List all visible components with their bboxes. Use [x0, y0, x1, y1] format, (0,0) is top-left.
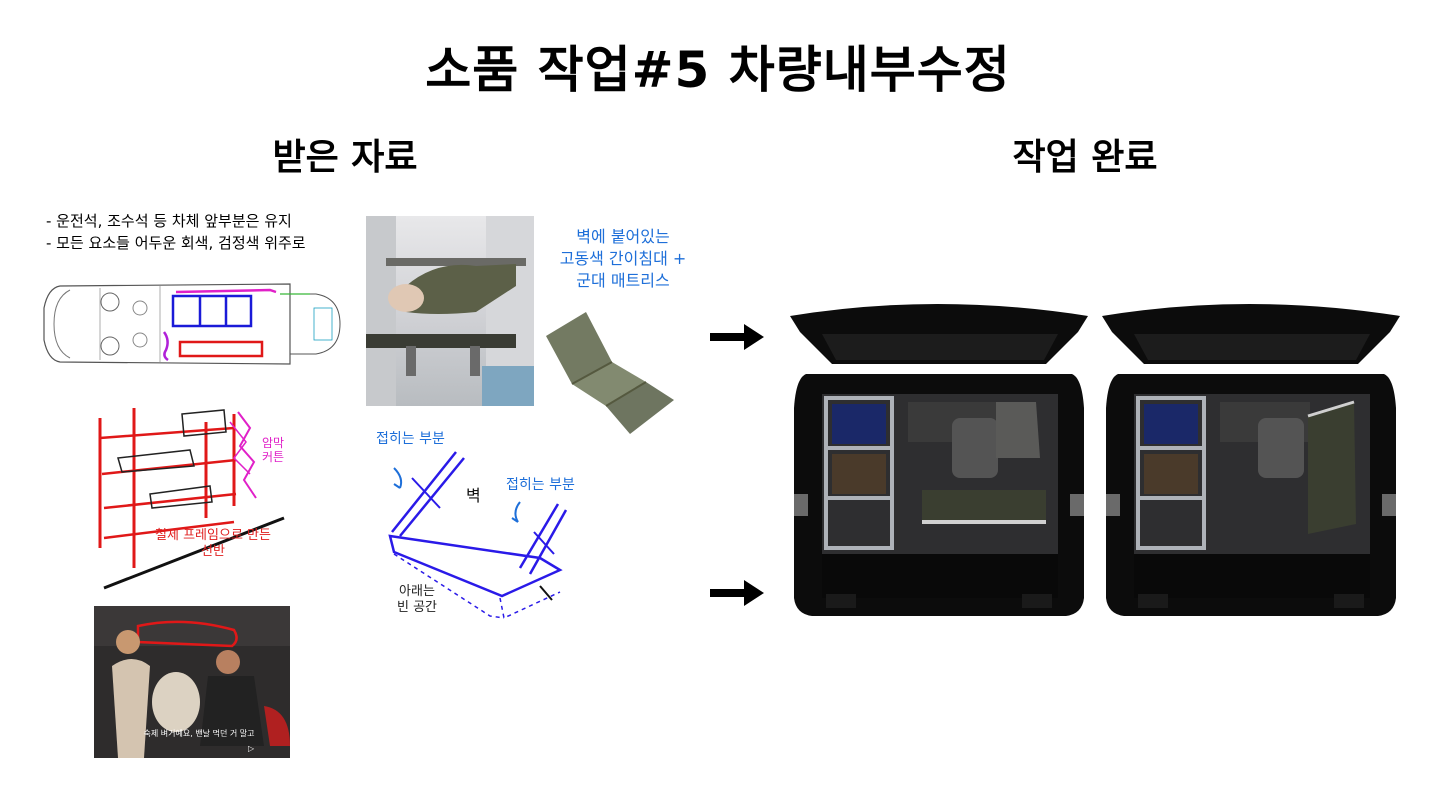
folding-bed-sketch — [380, 448, 590, 620]
annotation-line: 아래는 — [399, 584, 435, 599]
stretcher-photo — [366, 216, 534, 406]
steel-shelf-annotation: 철제 프레임으로 만든 선반 — [148, 528, 278, 560]
annotation-line: 빈 공간 — [396, 600, 437, 615]
annotation-line: 군대 매트리스 — [576, 271, 670, 290]
annotation-line: 벽에 붙어있는 — [576, 227, 670, 246]
fold-label-right: 접히는 부분 — [506, 477, 575, 493]
annotation-line: 선반 — [201, 544, 225, 559]
shelf-sketch-image — [94, 398, 290, 602]
note-line: - 모든 요소들 어두운 회색, 검정색 위주로 — [46, 234, 306, 252]
military-mattress-image — [542, 306, 678, 440]
note-line: - 운전석, 조수석 등 차체 앞부분은 유지 — [46, 212, 292, 230]
arrow-right-icon — [710, 578, 764, 608]
annotation-line: 고동색 간이침대 + — [559, 249, 687, 268]
empty-space-annotation: 아래는 빈 공간 — [390, 584, 444, 616]
annotation-line: 커튼 — [262, 450, 285, 464]
van-render-option-2 — [1098, 298, 1404, 632]
fold-label-left: 접히는 부분 — [376, 431, 445, 447]
van-floor-plan-image — [40, 268, 350, 380]
completed-work-heading: 작업 완료 — [1012, 137, 1158, 178]
video-play-icon[interactable]: ▷ — [248, 744, 255, 753]
annotation-line: 철제 프레임으로 만든 — [155, 528, 271, 543]
video-subtitle: 숙제 벼거예요, 밴날 먹던 거 말고 — [143, 729, 255, 738]
page-title: 소품 작업#5 차량내부수정 — [425, 41, 1011, 99]
arrow-right-icon — [710, 322, 764, 352]
stretcher-annotation: 벽에 붙어있는 고동색 간이침대 + 군대 매트리스 — [548, 226, 698, 292]
received-materials-heading: 받은 자료 — [272, 137, 418, 178]
wall-label: 벽 — [466, 486, 481, 505]
van-render-option-1 — [786, 298, 1092, 632]
reference-video-frame: 숙제 벼거예요, 밴날 먹던 거 말고 ▷ — [94, 606, 290, 758]
annotation-line: 암막 — [262, 436, 285, 450]
requirement-notes: - 운전석, 조수석 등 차체 앞부분은 유지 - 모든 요소들 어두운 회색,… — [46, 210, 306, 254]
blackout-curtain-annotation: 암막 커튼 — [262, 436, 292, 464]
